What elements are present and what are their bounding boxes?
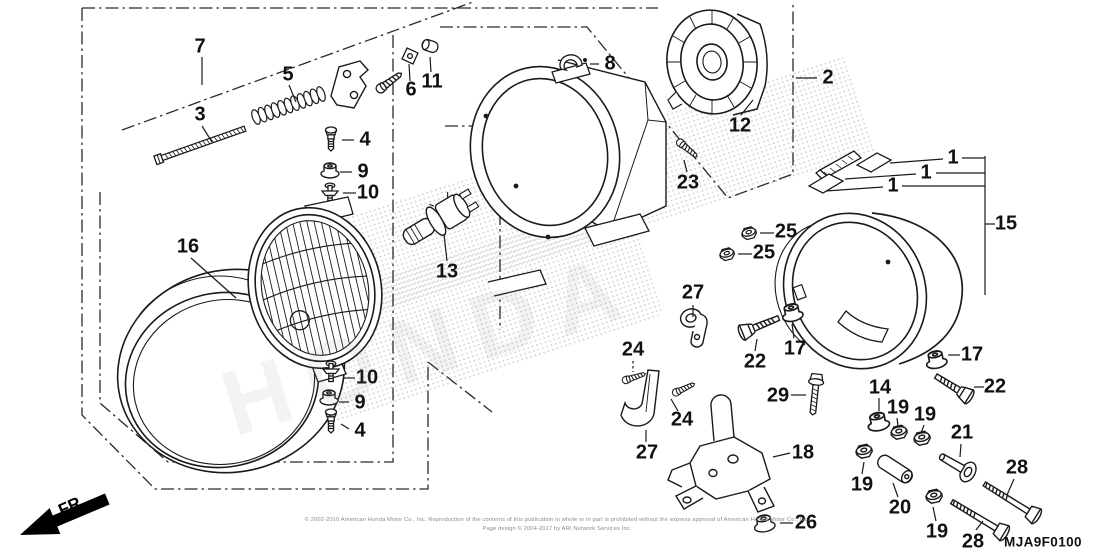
part-label-15-15: 15 <box>994 212 1018 235</box>
part-lens-unit <box>247 196 383 383</box>
part-label-24-24: 24 <box>621 338 645 361</box>
part-29-bolt <box>807 372 825 416</box>
part-22-bolt-b <box>930 368 977 406</box>
part-1-seals <box>807 150 893 194</box>
part-19-nut-b <box>912 429 932 447</box>
part-label-9-21: 9 <box>354 391 366 414</box>
part-25-nut <box>739 225 759 242</box>
part-12-housing <box>666 9 768 116</box>
part-label-24-25: 24 <box>670 408 694 431</box>
part-21-bolt <box>938 453 977 483</box>
part-19-nut-c <box>854 442 874 460</box>
part-label-1-14: 1 <box>887 174 899 197</box>
part-label-29-29: 29 <box>766 384 790 407</box>
part-label-2-11: 2 <box>822 66 834 89</box>
part-label-3-2: 3 <box>194 103 206 126</box>
part-label-25-19: 25 <box>752 241 776 264</box>
part-label-19-32: 19 <box>886 396 910 419</box>
part-label-4-5: 4 <box>359 128 371 151</box>
part-15-case <box>774 212 964 370</box>
part-label-10-7: 10 <box>356 181 380 204</box>
part-label-19-33: 19 <box>913 403 937 426</box>
copyright-line-1: © 2002-2010 American Honda Motor Co., In… <box>304 517 810 523</box>
part-18-bracket <box>667 394 775 513</box>
part-label-9-6: 9 <box>357 160 369 183</box>
part-25-nut-b <box>717 246 737 263</box>
part-label-4-22: 4 <box>354 419 366 442</box>
part-label-17-41: 17 <box>960 343 984 366</box>
part-label-25-18: 25 <box>774 220 798 243</box>
part-6-nut <box>401 47 419 65</box>
part-label-6-3: 6 <box>405 78 417 101</box>
part-13-bulb <box>402 188 480 246</box>
part-label-5-1: 5 <box>282 63 294 86</box>
part-19-nut-d <box>924 487 944 505</box>
part-label-23-10: 23 <box>676 171 700 194</box>
part-label-27-23: 27 <box>681 281 705 304</box>
part-label-7-0: 7 <box>194 35 206 58</box>
part-3-screw <box>153 125 247 166</box>
group-boundary-lines <box>81 1 794 490</box>
part-label-21-38: 21 <box>950 421 974 444</box>
part-label-14-36: 14 <box>868 376 892 399</box>
part-label-20-37: 20 <box>888 496 912 519</box>
part-label-26-31: 26 <box>794 511 818 534</box>
part-label-1-12: 1 <box>947 146 959 169</box>
part-26-grommet <box>753 514 776 533</box>
diagram-code: MJA9F0100 <box>1004 534 1082 550</box>
part-label-28-39: 28 <box>1005 456 1029 479</box>
part-adjuster-bracket <box>330 60 369 109</box>
part-label-17-28: 17 <box>783 337 807 360</box>
copyright-line-2: Page design © 2004-2017 by ARI Network S… <box>482 526 632 532</box>
part-4-screw <box>324 126 338 152</box>
part-label-22-27: 22 <box>743 350 767 373</box>
part-label-1-13: 1 <box>920 161 932 184</box>
part-mounting-ring <box>469 65 650 297</box>
part-label-12-9: 12 <box>728 114 752 137</box>
part-label-27-26: 27 <box>635 441 659 464</box>
part-label-16-16: 16 <box>176 235 200 258</box>
part-label-10-20: 10 <box>355 366 379 389</box>
part-5-spring <box>251 86 326 125</box>
part-11-cap <box>421 38 439 54</box>
part-label-19-34: 19 <box>850 473 874 496</box>
part-20-collar <box>877 454 913 484</box>
part-19-nut-a <box>889 423 909 441</box>
part-27-hook-lower <box>620 369 660 427</box>
part-label-28-40: 28 <box>961 530 985 553</box>
part-label-11-4: 11 <box>421 70 443 93</box>
part-label-8-8: 8 <box>604 52 616 75</box>
part-24-screw <box>620 369 648 386</box>
part-27-hook-upper <box>679 308 708 348</box>
front-direction-arrow <box>20 493 110 535</box>
part-label-13-17: 13 <box>435 260 459 283</box>
part-8-clamp <box>551 54 591 84</box>
part-label-18-30: 18 <box>791 441 815 464</box>
part-24-screw-b <box>670 379 697 398</box>
part-label-22-42: 22 <box>983 375 1007 398</box>
leader-lines <box>190 56 1015 531</box>
part-adjusting-screw <box>373 68 405 96</box>
part-label-19-35: 19 <box>925 520 949 543</box>
part-22-bolt <box>735 309 783 343</box>
part-9-grommet <box>320 162 340 179</box>
